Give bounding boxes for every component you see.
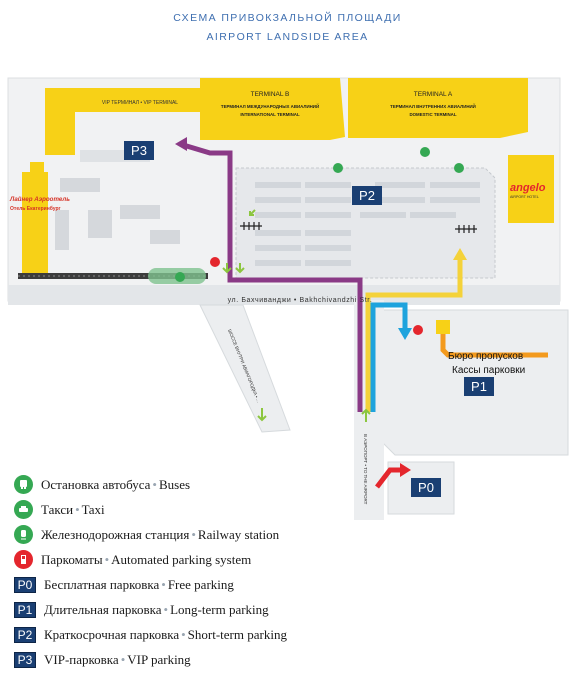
p3-badge: P3 xyxy=(14,651,36,668)
legend-row-p0: P0 Бесплатная парковка•Free parking xyxy=(14,572,287,597)
route-blue xyxy=(370,302,408,412)
taxi-icon xyxy=(14,500,33,519)
legend-text: VIP-парковка•VIP parking xyxy=(44,651,191,667)
p3-text: P3 xyxy=(131,143,147,158)
parking-label-p3: P3 xyxy=(124,141,154,160)
parking-machine-icon xyxy=(14,550,33,569)
legend-text: Бесплатная парковка•Free parking xyxy=(44,576,234,592)
p0-badge: P0 xyxy=(14,576,36,593)
p1-badge: P1 xyxy=(14,601,36,618)
train-icon xyxy=(14,525,33,544)
legend-text: Железнодорожная станция•Railway station xyxy=(41,526,280,542)
terminal-b xyxy=(200,78,345,140)
vip-terminal xyxy=(45,88,200,155)
barrier-right xyxy=(455,225,477,233)
route-purple xyxy=(179,141,363,412)
terminal-a-name: TERMINAL A xyxy=(414,91,453,98)
legend-row-taxi: Такси•Taxi xyxy=(14,497,287,522)
vip-terminal-label: VIP ТЕРМИНАЛ • VIP TERMINAL xyxy=(102,100,178,106)
terminal-b-name: TERMINAL B xyxy=(251,91,290,98)
hotel-name: Лайнер Аэроотель xyxy=(9,196,70,203)
terminal-a-ru: ТЕРМИНАЛ ВНУТРЕННИХ АВИАЛИНИЙ xyxy=(390,104,476,109)
taxi-icon xyxy=(454,163,464,173)
green-arrows xyxy=(222,209,371,422)
bus-icon xyxy=(14,475,33,494)
parking-label-p0: P0 xyxy=(411,478,441,497)
legend-text: Паркоматы•Automated parking system xyxy=(41,551,252,567)
legend-text: Краткосрочная парковка•Short-term parkin… xyxy=(44,626,287,642)
p2-text: P2 xyxy=(359,188,375,203)
route-orange xyxy=(440,325,548,358)
route-yellow xyxy=(365,258,463,412)
route-red xyxy=(375,467,403,489)
terminal-b-ru: ТЕРМИНАЛ МЕЖДУНАРОДНЫХ АВИАЛИНИЙ xyxy=(221,104,319,109)
title-ru: СХЕМА ПРИВОКЗАЛЬНОЙ ПЛОЩАДИ xyxy=(173,12,402,24)
legend-row-p2: P2 Краткосрочная парковка•Short-term par… xyxy=(14,622,287,647)
legend-row-p3: P3 VIP-парковка•VIP parking xyxy=(14,647,287,672)
p0-text: P0 xyxy=(418,480,434,495)
legend-row-train: Железнодорожная станция•Railway station xyxy=(14,522,287,547)
parking-machine-icon xyxy=(413,325,423,335)
p2-badge: P2 xyxy=(14,626,36,643)
legend-text: Остановка автобуса•Buses xyxy=(41,476,191,492)
title-en: AIRPORT LANDSIDE AREA xyxy=(206,31,369,43)
hotel-sub: Отель Екатеринбург xyxy=(10,205,61,212)
parking-cashier-label: Кассы парковки xyxy=(452,365,525,376)
terminal-a xyxy=(348,78,528,138)
angelo-building xyxy=(508,155,554,223)
parking-stalls xyxy=(255,182,480,266)
terminal-a-en: DOMESTIC TERMINAL xyxy=(409,112,456,117)
legend-text: Длительная парковка•Long-term parking xyxy=(44,601,269,617)
angelo-name: angelo xyxy=(510,182,546,194)
parking-label-p2: P2 xyxy=(352,186,382,205)
angelo-sub: AIRPORT HOTEL xyxy=(510,195,539,199)
terminal-b-en: INTERNATIONAL TERMINAL xyxy=(240,112,300,117)
bus-icon xyxy=(420,147,430,157)
p1-text: P1 xyxy=(471,379,487,394)
train-icon xyxy=(175,272,185,282)
legend-row-bus: Остановка автобуса•Buses xyxy=(14,472,287,497)
parking-machine-icon xyxy=(210,257,220,267)
legend-row-p1: P1 Длительная парковка•Long-term parking xyxy=(14,597,287,622)
legend: Остановка автобуса•Buses Такси•Taxi Желе… xyxy=(14,472,287,672)
to-airport-label: В АЭРОПОРТ • TO THE AIRPORT xyxy=(363,434,368,505)
pass-office-label: Бюро пропусков xyxy=(448,351,523,362)
legend-row-parking-machine: Паркоматы•Automated parking system xyxy=(14,547,287,572)
street-label: ул. Бахчиванджи • Bakhchivandzhi Str. xyxy=(228,297,373,304)
bus-icon xyxy=(333,163,343,173)
parking-label-p1: P1 xyxy=(464,377,494,396)
barrier-left xyxy=(240,222,262,230)
legend-text: Такси•Taxi xyxy=(41,501,105,517)
diagonal-road xyxy=(199,304,291,433)
main-road xyxy=(8,285,560,305)
pass-office-building xyxy=(436,320,450,334)
